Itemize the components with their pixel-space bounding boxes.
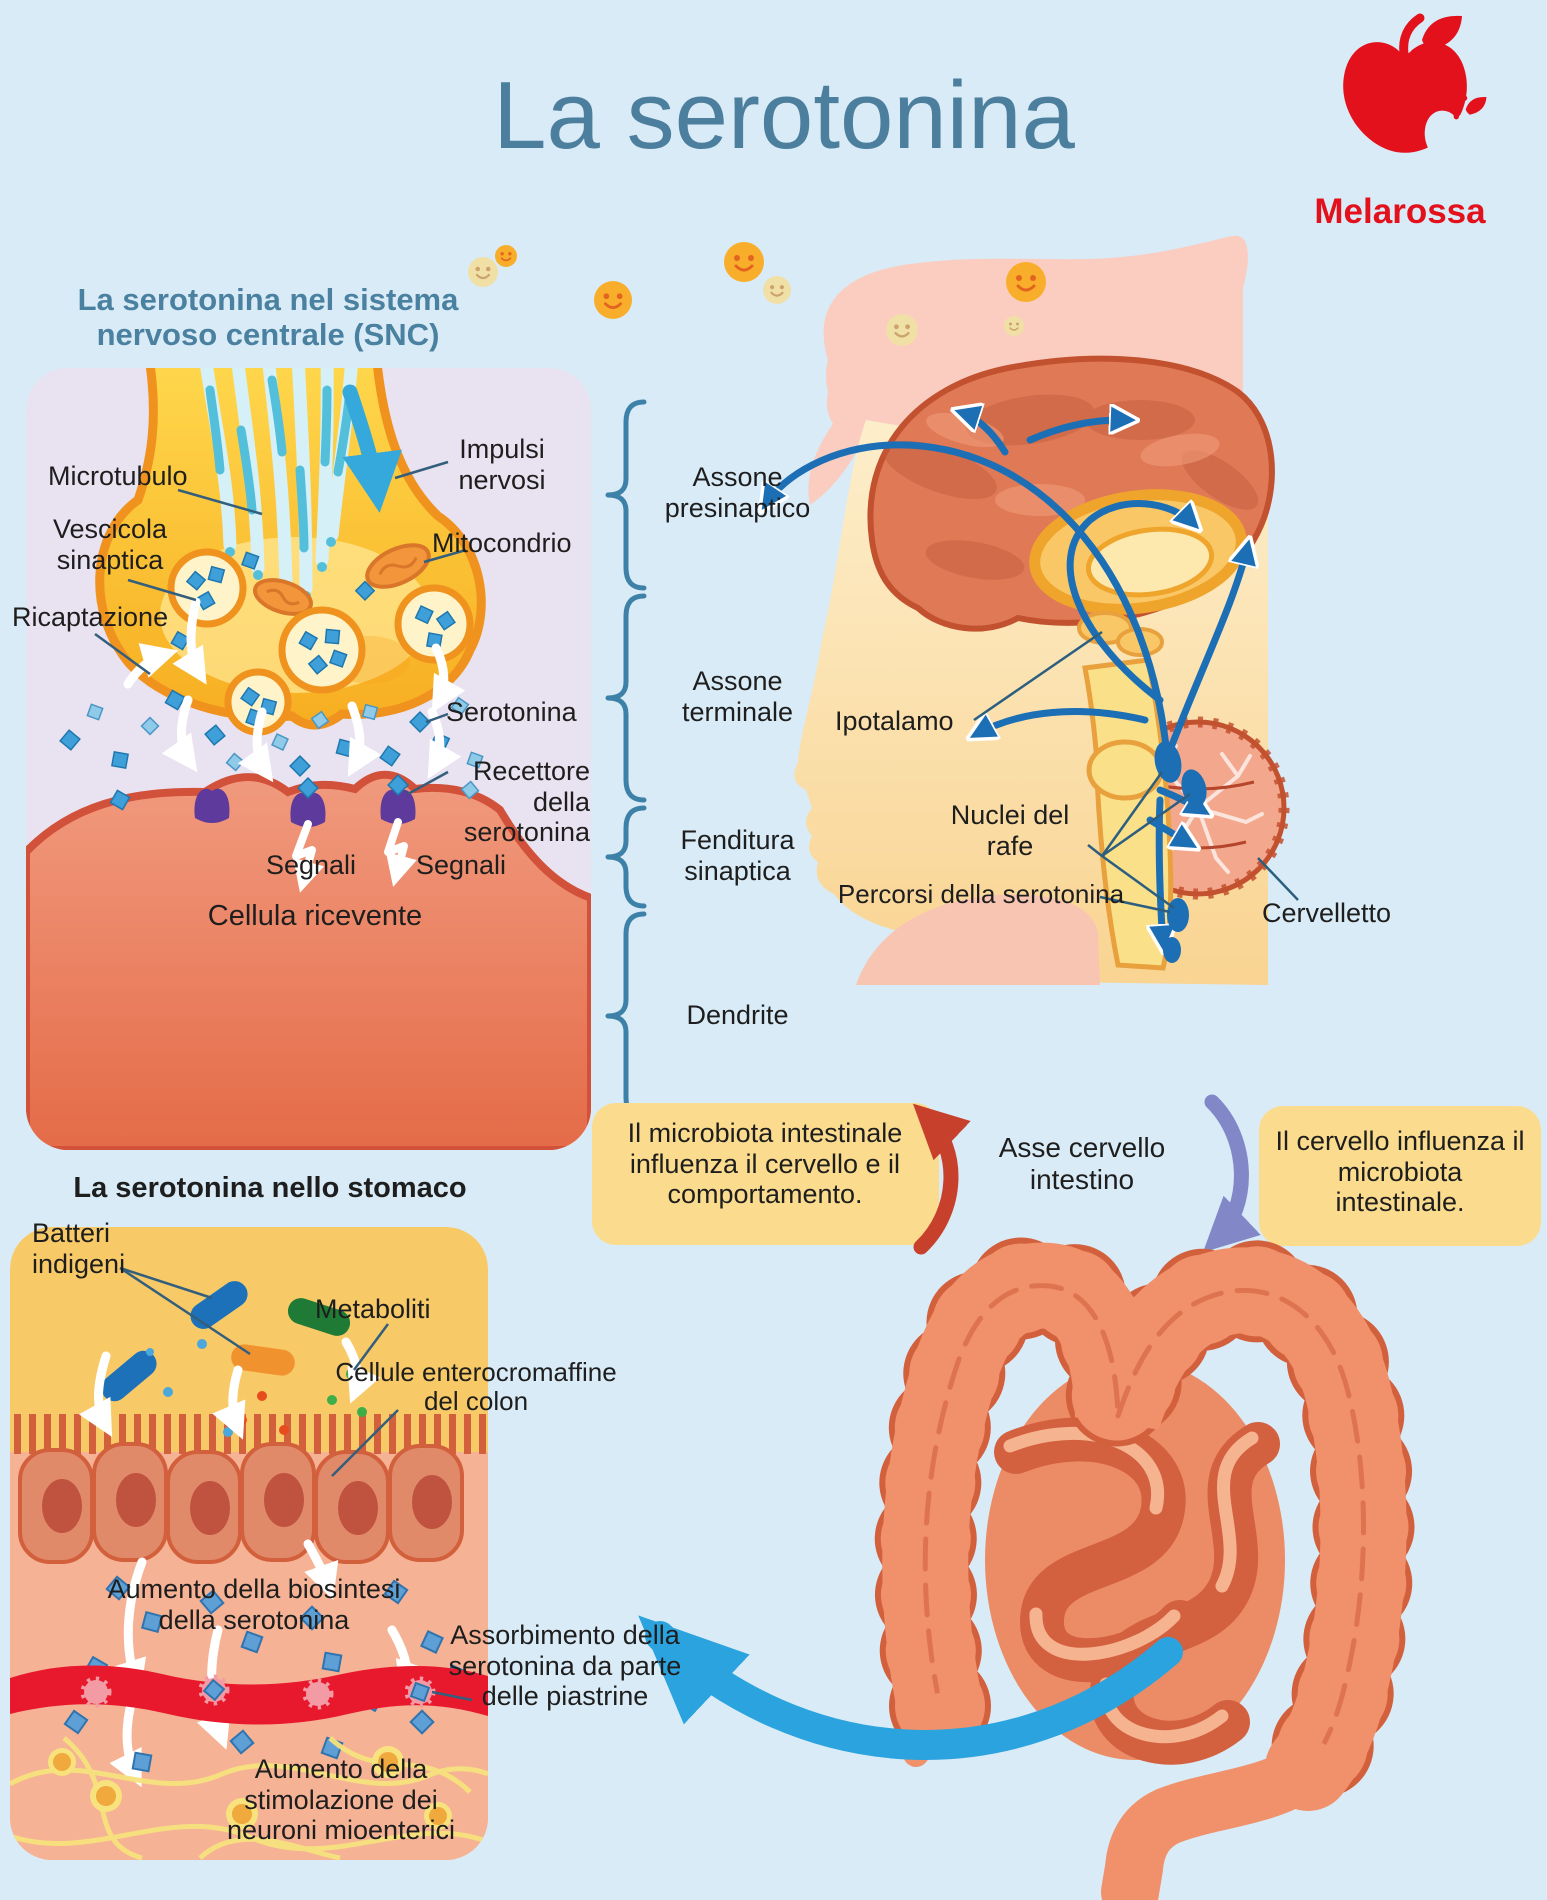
bracket-assone-terminale: Assone terminale bbox=[681, 666, 794, 727]
axis-down-arrow bbox=[1202, 1094, 1261, 1253]
nerve-impulse-arrow bbox=[342, 384, 402, 513]
label-nuclei-del-rafe: Nuclei del rafe bbox=[950, 800, 1070, 861]
intestine-illustration bbox=[638, 1234, 1415, 1900]
label-mitocondrio: Mitocondrio bbox=[432, 528, 572, 558]
serotonin-receptors bbox=[194, 774, 416, 827]
reuptake-arrow bbox=[123, 643, 179, 689]
apple-logo-icon bbox=[1343, 13, 1490, 169]
stomach-illustration bbox=[10, 1227, 488, 1860]
label-aumento-stimolazione: Aumento della stimolazione dei neuroni m… bbox=[226, 1754, 456, 1845]
receiving-cell bbox=[26, 770, 591, 1150]
label-vescicola-sinaptica: Vescicola sinaptica bbox=[52, 514, 168, 575]
label-aumento-biosintesi: Aumento della biosintesi della serotonin… bbox=[107, 1574, 401, 1635]
label-impulsi-nervosi: Impulsi nervosi bbox=[458, 434, 546, 495]
label-recettore: Recettore della serotonina bbox=[463, 756, 590, 847]
synaptic-vesicles bbox=[167, 548, 474, 736]
gut-to-stomach-arrow bbox=[638, 1615, 1183, 1760]
bracket-fenditura-sinaptica: Fenditura sinaptica bbox=[680, 825, 795, 886]
bulb-release-arrows bbox=[172, 597, 466, 713]
shoulder-shape bbox=[856, 894, 1100, 985]
brain-label-lines bbox=[973, 630, 1299, 914]
absorption-label-line bbox=[431, 1690, 473, 1702]
label-percorsi-serotonina: Percorsi della serotonina bbox=[837, 879, 1125, 909]
small-intestine-coils bbox=[994, 1417, 1280, 1765]
label-ricaptazione: Ricaptazione bbox=[12, 602, 169, 632]
serotonin-pathways bbox=[765, 412, 1248, 945]
label-segnali-1: Segnali bbox=[265, 850, 357, 880]
cleft-arrows bbox=[161, 695, 462, 783]
synapse-illustration bbox=[26, 368, 591, 1150]
section-braces bbox=[605, 399, 647, 1121]
page-title: La serotonina bbox=[493, 62, 1075, 169]
axis-row bbox=[592, 1094, 1541, 1255]
label-cervelletto: Cervelletto bbox=[1262, 898, 1392, 928]
axis-right-box-text: Il cervello influenza il microbiota inte… bbox=[1275, 1126, 1525, 1217]
signal-bolts bbox=[292, 818, 417, 893]
label-assorbimento: Assorbimento della serotonina da parte d… bbox=[448, 1620, 682, 1711]
label-ipotalamo: Ipotalamo bbox=[835, 706, 954, 736]
stomach-label-lines bbox=[119, 1266, 399, 1477]
enterochromaffin-cells bbox=[18, 1442, 464, 1564]
smiley-icons bbox=[468, 242, 1046, 346]
axis-left-box-text: Il microbiota intestinale influenza il c… bbox=[627, 1118, 903, 1209]
label-segnali-2: Segnali bbox=[415, 850, 507, 880]
bracket-assone-presinaptico: Assone presinaptico bbox=[664, 462, 811, 523]
axis-right-box bbox=[1259, 1106, 1541, 1246]
label-cellula-ricevente: Cellula ricevente bbox=[207, 900, 423, 932]
snc-heading: La serotonina nel sistema nervoso centra… bbox=[77, 282, 459, 353]
bracket-dendrite: Dendrite bbox=[686, 1000, 789, 1030]
axis-center-label: Asse cervello intestino bbox=[998, 1132, 1166, 1195]
brand-name: Melarossa bbox=[1314, 192, 1486, 231]
axis-left-box bbox=[592, 1103, 939, 1245]
head-illustration bbox=[765, 235, 1299, 985]
hair-lock bbox=[808, 420, 862, 505]
label-serotonina: Serotonina bbox=[446, 697, 577, 727]
microtubules bbox=[198, 368, 359, 601]
blood-vessel bbox=[10, 1665, 488, 1725]
axis-up-arrow bbox=[912, 1103, 971, 1255]
stomach-heading: La serotonina nello stomaco bbox=[73, 1172, 467, 1204]
label-metaboliti: Metaboliti bbox=[315, 1294, 431, 1324]
label-microtubulo: Microtubulo bbox=[48, 461, 188, 491]
gut-bacteria bbox=[101, 1281, 351, 1402]
colon bbox=[874, 1234, 1415, 1900]
label-batteri-indigeni: Batteri indigeni bbox=[32, 1218, 126, 1279]
label-cellule-enterocromaffine: Cellule enterocromaffine del colon bbox=[335, 1357, 617, 1417]
myenteric-neurons bbox=[10, 1736, 488, 1860]
snc-label-lines bbox=[94, 460, 467, 796]
